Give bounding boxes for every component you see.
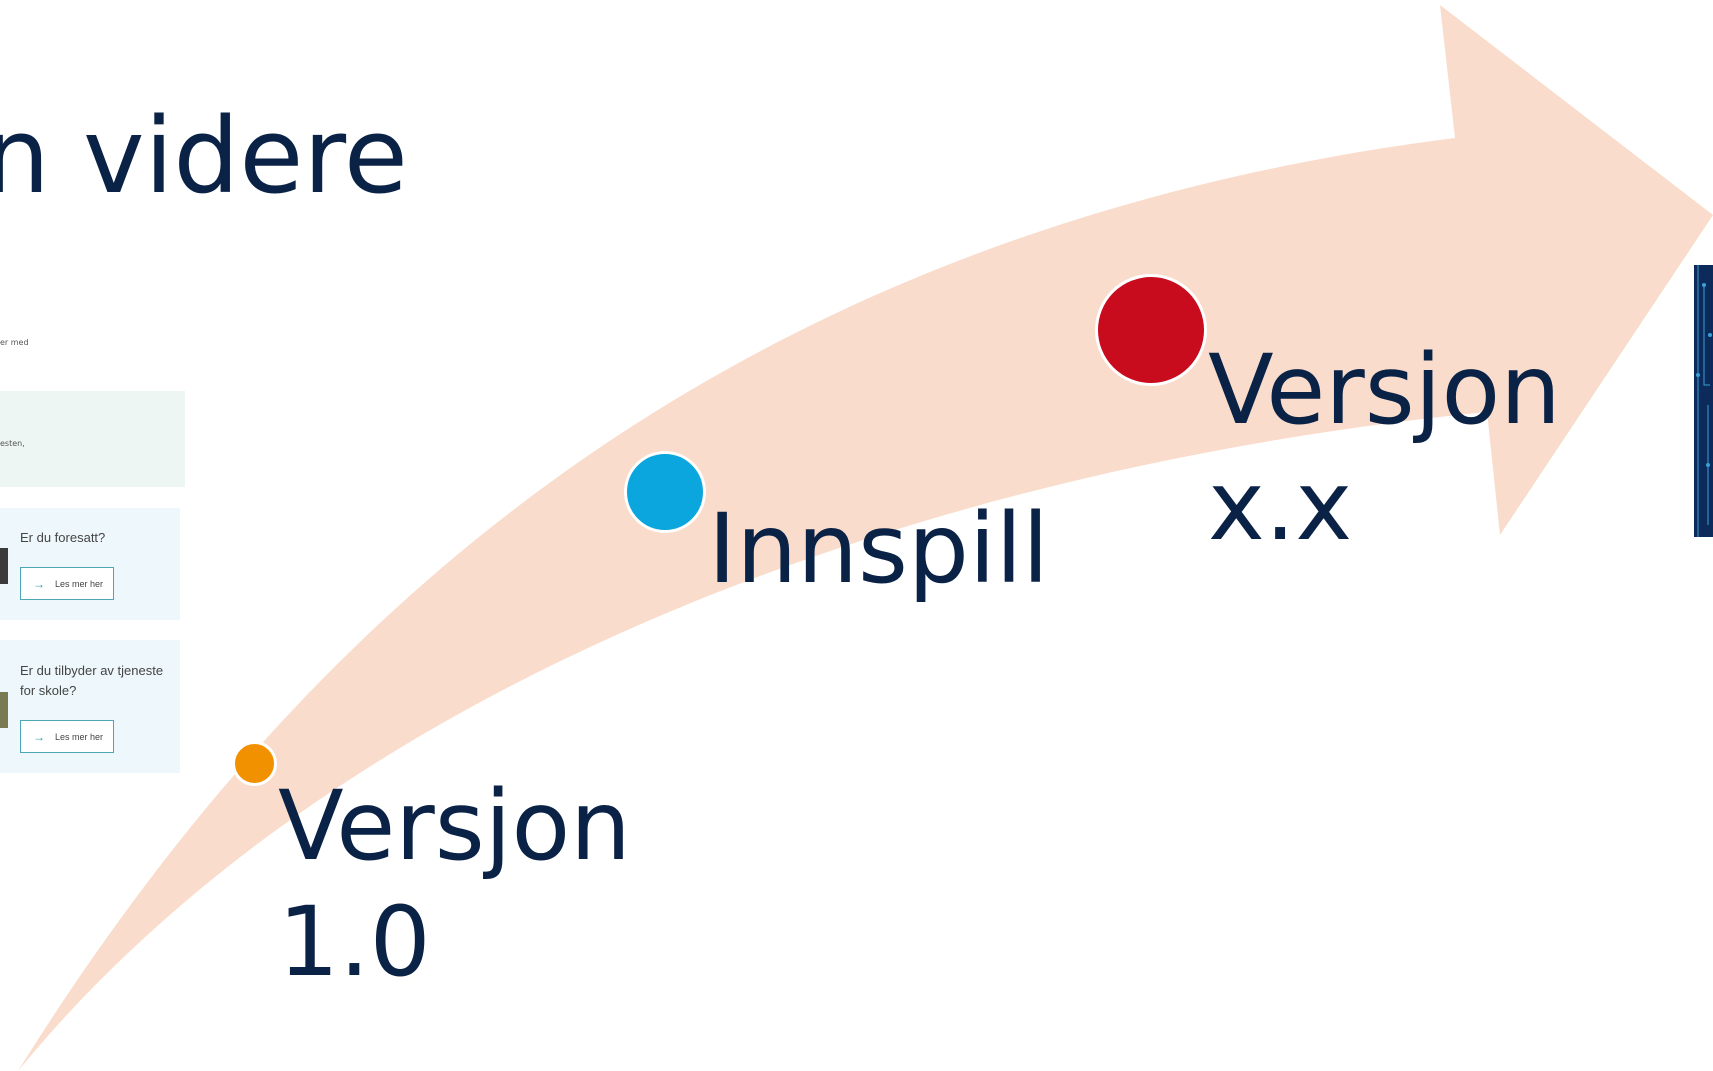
milestone-label-input: Innspill [708, 491, 1049, 607]
milestone-label-version-1: Versjon 1.0 [278, 768, 631, 1000]
info-panel-text: esten, [0, 439, 25, 448]
card-thumbnail [0, 548, 8, 584]
milestone-dot-version-1 [232, 741, 277, 786]
milestone-dot-version-xx [1095, 274, 1207, 386]
read-more-button[interactable]: → Les mer her [20, 567, 114, 600]
card-thumbnail [0, 692, 8, 728]
page-title: en videre [0, 95, 408, 217]
label-line: 1.0 [278, 886, 431, 998]
cropped-image [1694, 265, 1713, 537]
arrow-right-icon: → [33, 729, 45, 744]
label-line: Versjon [1208, 334, 1562, 446]
circuit-pattern-icon [1696, 265, 1712, 537]
read-more-label: Les mer her [55, 578, 104, 589]
card-question: Er du foresatt? [20, 530, 106, 545]
label-line: Versjon [278, 770, 632, 882]
card-question: Er du tilbyder av tjeneste for skole? [20, 663, 164, 698]
info-panel: esten, [0, 391, 185, 487]
read-more-label: Les mer her [55, 731, 104, 742]
arrow-right-icon: → [33, 576, 45, 591]
label-line: x.x [1208, 450, 1353, 562]
milestone-label-version-xx: Versjon x.x [1208, 332, 1561, 564]
curved-arrow-shape [18, 5, 1713, 1071]
read-more-button[interactable]: → Les mer her [20, 720, 114, 753]
card-parent: Er du foresatt? → Les mer her [0, 508, 180, 620]
label-line: Innspill [708, 493, 1049, 605]
preview-snippet: er med [0, 338, 29, 347]
card-provider: Er du tilbyder av tjeneste for skole? → … [0, 640, 180, 773]
milestone-dot-input [624, 451, 706, 533]
